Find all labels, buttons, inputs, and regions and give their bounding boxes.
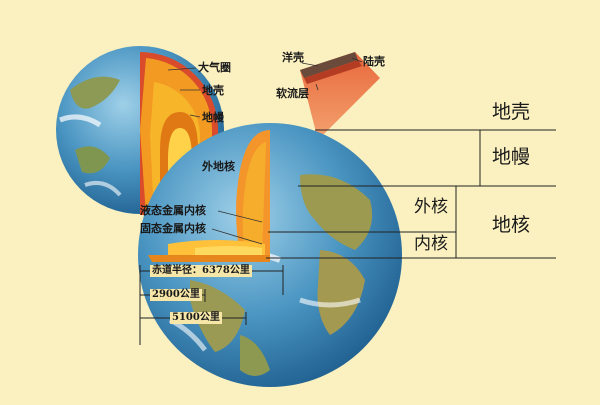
equatorial-radius-label: 赤道半径：6378公里 <box>150 265 252 277</box>
outer-core-label: 外地核 <box>202 160 235 173</box>
crust-wedge <box>300 52 380 140</box>
main-globe <box>138 123 402 387</box>
depth-5100-label: 5100公里 <box>170 312 222 324</box>
mantle-label: 地幔 <box>202 111 224 124</box>
liquid-outer-core-label: 液态金属内核 <box>140 204 206 217</box>
oceanic-crust-label: 洋壳 <box>282 51 304 64</box>
wedge-leaders <box>301 57 363 91</box>
depth-2900-label: 2900公里 <box>150 289 202 301</box>
layer-inner-core-label: 内核 <box>414 234 448 254</box>
layer-mantle-label: 地幔 <box>492 146 531 168</box>
atmosphere-label: 大气圈 <box>198 61 231 74</box>
continental-crust-label: 陆壳 <box>363 55 385 68</box>
layer-crust-label: 地壳 <box>492 101 531 123</box>
asthenosphere-label: 软流层 <box>276 87 309 100</box>
layer-outer-core-label: 外核 <box>414 197 448 217</box>
crust-label: 地壳 <box>202 84 224 97</box>
layer-core-label: 地核 <box>492 214 531 236</box>
solid-inner-core-label: 固态金属内核 <box>140 222 206 235</box>
layer-chart-lines <box>266 129 556 259</box>
core-leaders <box>211 210 263 245</box>
